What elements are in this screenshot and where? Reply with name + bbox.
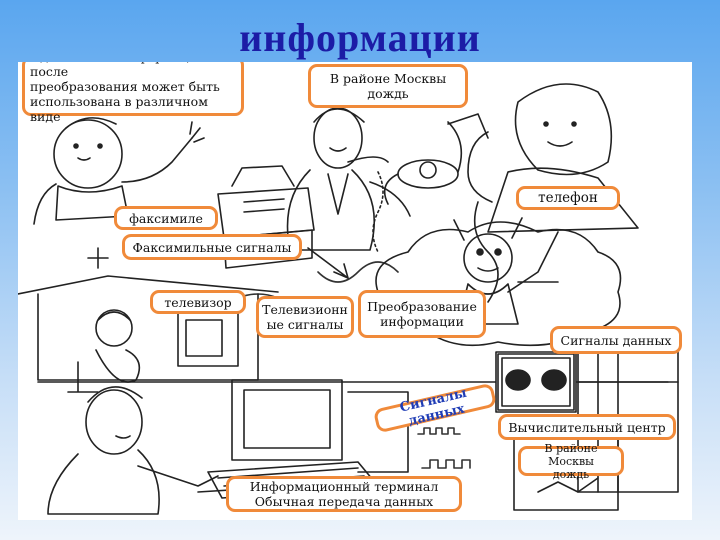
man-with-fax (286, 107, 411, 251)
conversion-label: Преобразование информации (358, 290, 486, 338)
telephone-label: телефон (516, 186, 620, 210)
tv-label: телевизор (150, 290, 246, 314)
robot-converter-on-cloud (375, 217, 622, 347)
rain-top-label: В районе Москвы дождь (308, 64, 468, 108)
monitor-icon (497, 353, 575, 411)
transformation-note-label: Одна и та же информация после преобразов… (22, 62, 244, 124)
data-signals-right-label: Сигналы данных (550, 326, 682, 354)
rotary-phone-icon (347, 121, 463, 205)
facsimile-label: факсимиле (114, 206, 218, 230)
tv-signals-label: Телевизионн ые сигналы (256, 296, 354, 338)
page-title: информации (239, 15, 481, 60)
illustration-panel: Одна и та же информация после преобразов… (18, 62, 692, 520)
terminal-label: Информационный терминал Обычная передача… (226, 476, 462, 512)
facsimile-signals-label: Факсимильные сигналы (122, 234, 302, 260)
boy-waving (33, 117, 205, 225)
computing-center-label: Вычислительный центр (498, 414, 676, 440)
girl-watching-tv-in-house (18, 247, 279, 393)
rain-bottom-label: В районе Москвы дождь (518, 442, 624, 481)
